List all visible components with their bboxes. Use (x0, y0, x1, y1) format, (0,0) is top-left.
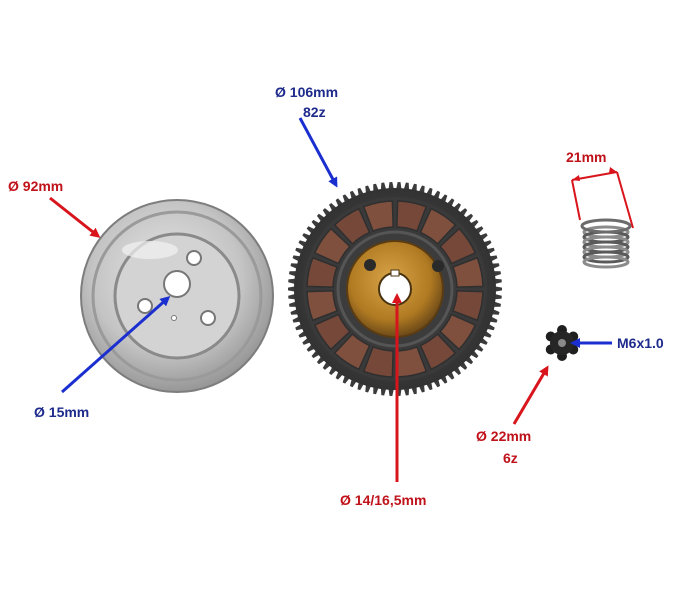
spring-coil (582, 250, 630, 264)
arrow-plate-bore (61, 296, 171, 394)
friction-pads (306, 200, 484, 378)
gear-bore-label: Ø 14/16,5mm (340, 492, 427, 508)
arrow-nut-diameter (512, 365, 549, 425)
gear-teeth-label: 82z (303, 104, 326, 120)
friction-pad (313, 227, 351, 265)
friction-pad (451, 256, 484, 288)
friction-pad (396, 200, 428, 233)
friction-pad (306, 256, 339, 288)
annotation-arrows (49, 117, 634, 482)
clutch-gear (288, 182, 502, 396)
friction-pad (362, 200, 394, 233)
friction-pad (419, 333, 457, 371)
nut-teeth-label: 6z (503, 450, 518, 466)
friction-pad (439, 313, 477, 351)
plate-diameter-label: Ø 92mm (8, 178, 64, 194)
friction-pad (451, 290, 484, 322)
spring (580, 218, 632, 269)
arrow-plate-diameter (49, 196, 101, 238)
nut-diameter-label: Ø 22mm (476, 428, 532, 444)
plate-bore-label: Ø 15mm (34, 404, 90, 420)
friction-pad (362, 345, 394, 378)
spring-length-label: 21mm (566, 149, 607, 165)
friction-pad (439, 227, 477, 265)
spring-coil (582, 255, 630, 269)
friction-pad (419, 207, 457, 245)
friction-pad (313, 313, 351, 351)
nut-thread-label: M6x1.0 (617, 335, 664, 351)
friction-pad (306, 290, 339, 322)
clutch-plate (80, 199, 274, 393)
friction-pad (333, 207, 371, 245)
gear-diameter-label: Ø 106mm (275, 84, 339, 100)
friction-pad (333, 333, 371, 371)
arrow-gear-diameter (298, 117, 338, 188)
